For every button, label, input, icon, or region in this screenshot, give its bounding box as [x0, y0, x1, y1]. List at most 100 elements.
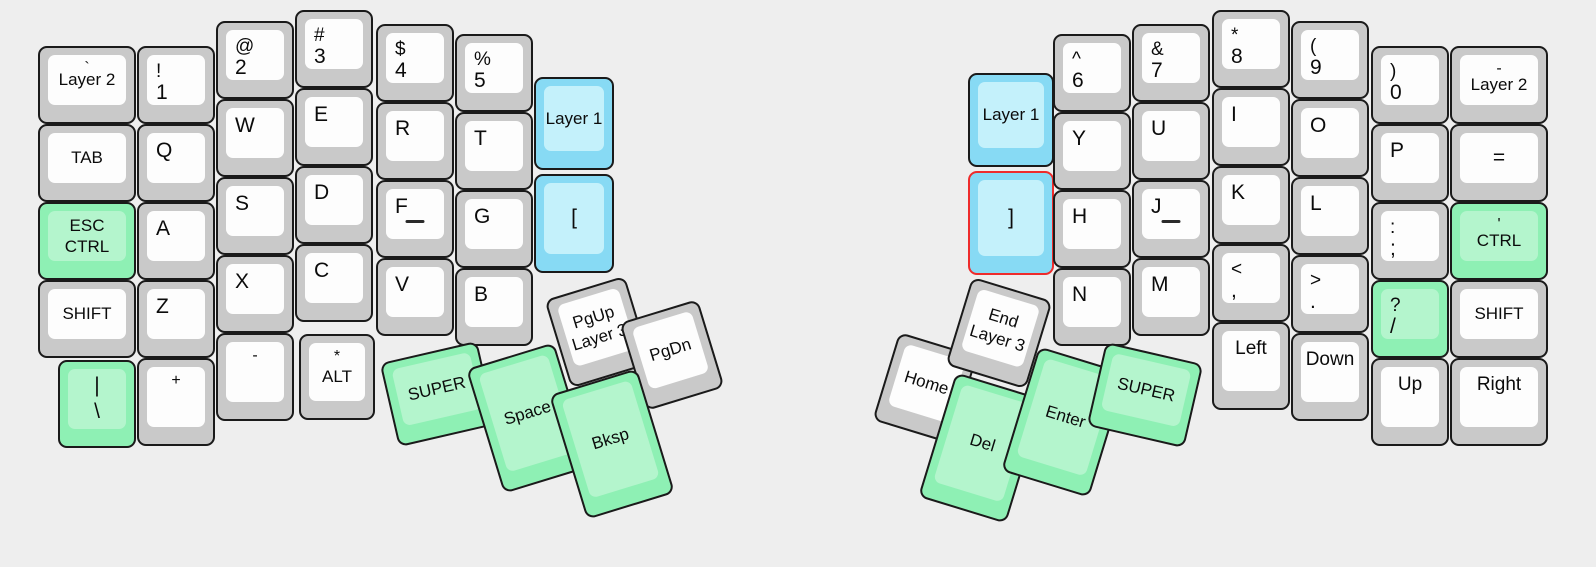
key-asterisk-alt[interactable]: * ALT — [299, 334, 375, 420]
key-shift-right[interactable]: SHIFT — [1450, 280, 1548, 358]
key-2[interactable]: @ 2 — [216, 21, 294, 99]
key-bracket-right[interactable]: ] — [968, 171, 1054, 275]
keycap: Q — [147, 133, 205, 183]
key-bracket-left[interactable]: [ — [534, 174, 614, 273]
key-w[interactable]: W — [216, 99, 294, 177]
keycap: : ; — [1381, 211, 1439, 261]
key-u[interactable]: U — [1132, 102, 1210, 180]
keycap: ) 0 — [1381, 55, 1439, 105]
key-8[interactable]: * 8 — [1212, 10, 1290, 88]
key-x[interactable]: X — [216, 255, 294, 333]
key-y[interactable]: Y — [1053, 112, 1131, 190]
key-minus[interactable]: - — [216, 333, 294, 421]
key-down[interactable]: Down — [1291, 333, 1369, 421]
key-layer1-left[interactable]: Layer 1 — [534, 77, 614, 170]
keycap: A — [147, 211, 205, 261]
legend-shifted: ( — [1310, 36, 1317, 57]
key-o[interactable]: O — [1291, 99, 1369, 177]
key-pipe-backslash[interactable]: | \ — [58, 360, 136, 448]
keycap: $ 4 — [386, 33, 444, 83]
key-right[interactable]: Right — [1450, 358, 1548, 446]
key-9[interactable]: ( 9 — [1291, 21, 1369, 99]
homing-bar-icon — [1161, 220, 1181, 223]
legend-base: + — [171, 372, 181, 389]
keycap: X — [226, 264, 284, 314]
legend-base: L — [1310, 192, 1322, 215]
key-semicolon[interactable]: : ; — [1371, 202, 1449, 280]
key-z[interactable]: Z — [137, 280, 215, 358]
key-p[interactable]: P — [1371, 124, 1449, 202]
key-n[interactable]: N — [1053, 268, 1131, 346]
key-left[interactable]: Left — [1212, 322, 1290, 410]
key-slash[interactable]: ? / — [1371, 280, 1449, 358]
key-equal[interactable]: = — [1450, 124, 1548, 202]
keycap: + — [147, 367, 205, 427]
legend-base: / — [1390, 314, 1396, 338]
legend-shifted: ! — [156, 61, 162, 82]
key-i[interactable]: I — [1212, 88, 1290, 166]
key-r[interactable]: R — [376, 102, 454, 180]
key-plus[interactable]: + — [137, 358, 215, 446]
legend-shifted: - — [1496, 60, 1502, 77]
key-m[interactable]: M — [1132, 258, 1210, 336]
key-5[interactable]: % 5 — [455, 34, 533, 112]
key-s[interactable]: S — [216, 177, 294, 255]
key-e[interactable]: E — [295, 88, 373, 166]
key-3[interactable]: # 3 — [295, 10, 373, 88]
keycap: D — [305, 175, 363, 225]
key-h[interactable]: H — [1053, 190, 1131, 268]
key-up[interactable]: Up — [1371, 358, 1449, 446]
legend-base: Bksp — [589, 424, 632, 454]
key-4[interactable]: $ 4 — [376, 24, 454, 102]
key-esc-ctrl[interactable]: ESC CTRL — [38, 202, 136, 280]
key-l[interactable]: L — [1291, 177, 1369, 255]
keycap: % 5 — [465, 43, 523, 93]
key-b[interactable]: B — [455, 268, 533, 346]
key-layer1-right[interactable]: Layer 1 — [968, 73, 1054, 167]
keycap: = — [1460, 133, 1538, 183]
legend-base: Up — [1397, 374, 1423, 395]
legend-base: 6 — [1072, 68, 1084, 92]
key-a[interactable]: A — [137, 202, 215, 280]
key-6[interactable]: ^ 6 — [1053, 34, 1131, 112]
legend-base: X — [235, 270, 250, 293]
legend-base: 1 — [156, 80, 168, 104]
key-1[interactable]: ! 1 — [137, 46, 215, 124]
key-comma[interactable]: < , — [1212, 244, 1290, 322]
key-shift-left[interactable]: SHIFT — [38, 280, 136, 358]
keycap: | \ — [68, 369, 126, 429]
key-j[interactable]: J — [1132, 180, 1210, 258]
keycap: ^ 6 — [1063, 43, 1121, 93]
key-period[interactable]: > . — [1291, 255, 1369, 333]
legend-base: W — [235, 114, 255, 137]
key-t[interactable]: T — [455, 112, 533, 190]
legend-base: SHIFT — [62, 304, 112, 324]
key-g[interactable]: G — [455, 190, 533, 268]
legend-base: ALT — [322, 367, 352, 387]
key-minus-layer2[interactable]: - Layer 2 — [1450, 46, 1548, 124]
keycap: Down — [1301, 342, 1359, 402]
legend-shifted: | — [94, 374, 100, 398]
key-0[interactable]: ) 0 — [1371, 46, 1449, 124]
legend-base: CTRL — [1476, 231, 1522, 251]
key-d[interactable]: D — [295, 166, 373, 244]
legend-base: 8 — [1231, 44, 1243, 68]
legend-base: Layer 2 — [1470, 75, 1528, 95]
key-k[interactable]: K — [1212, 166, 1290, 244]
keycap: ESC CTRL — [48, 211, 126, 261]
legend-base: , — [1231, 278, 1237, 302]
keycap: N — [1063, 277, 1121, 327]
keycap: & 7 — [1142, 33, 1200, 83]
key-grave-layer2[interactable]: ` Layer 2 — [38, 46, 136, 124]
key-v[interactable]: V — [376, 258, 454, 336]
key-f[interactable]: F — [376, 180, 454, 258]
legend-bottom: Layer 3 — [967, 320, 1028, 356]
key-7[interactable]: & 7 — [1132, 24, 1210, 102]
keycap: # 3 — [305, 19, 363, 69]
key-c[interactable]: C — [295, 244, 373, 322]
key-tab[interactable]: TAB — [38, 124, 136, 202]
legend-base: Space — [501, 396, 554, 429]
key-quote-ctrl[interactable]: ' CTRL — [1450, 202, 1548, 280]
key-q[interactable]: Q — [137, 124, 215, 202]
